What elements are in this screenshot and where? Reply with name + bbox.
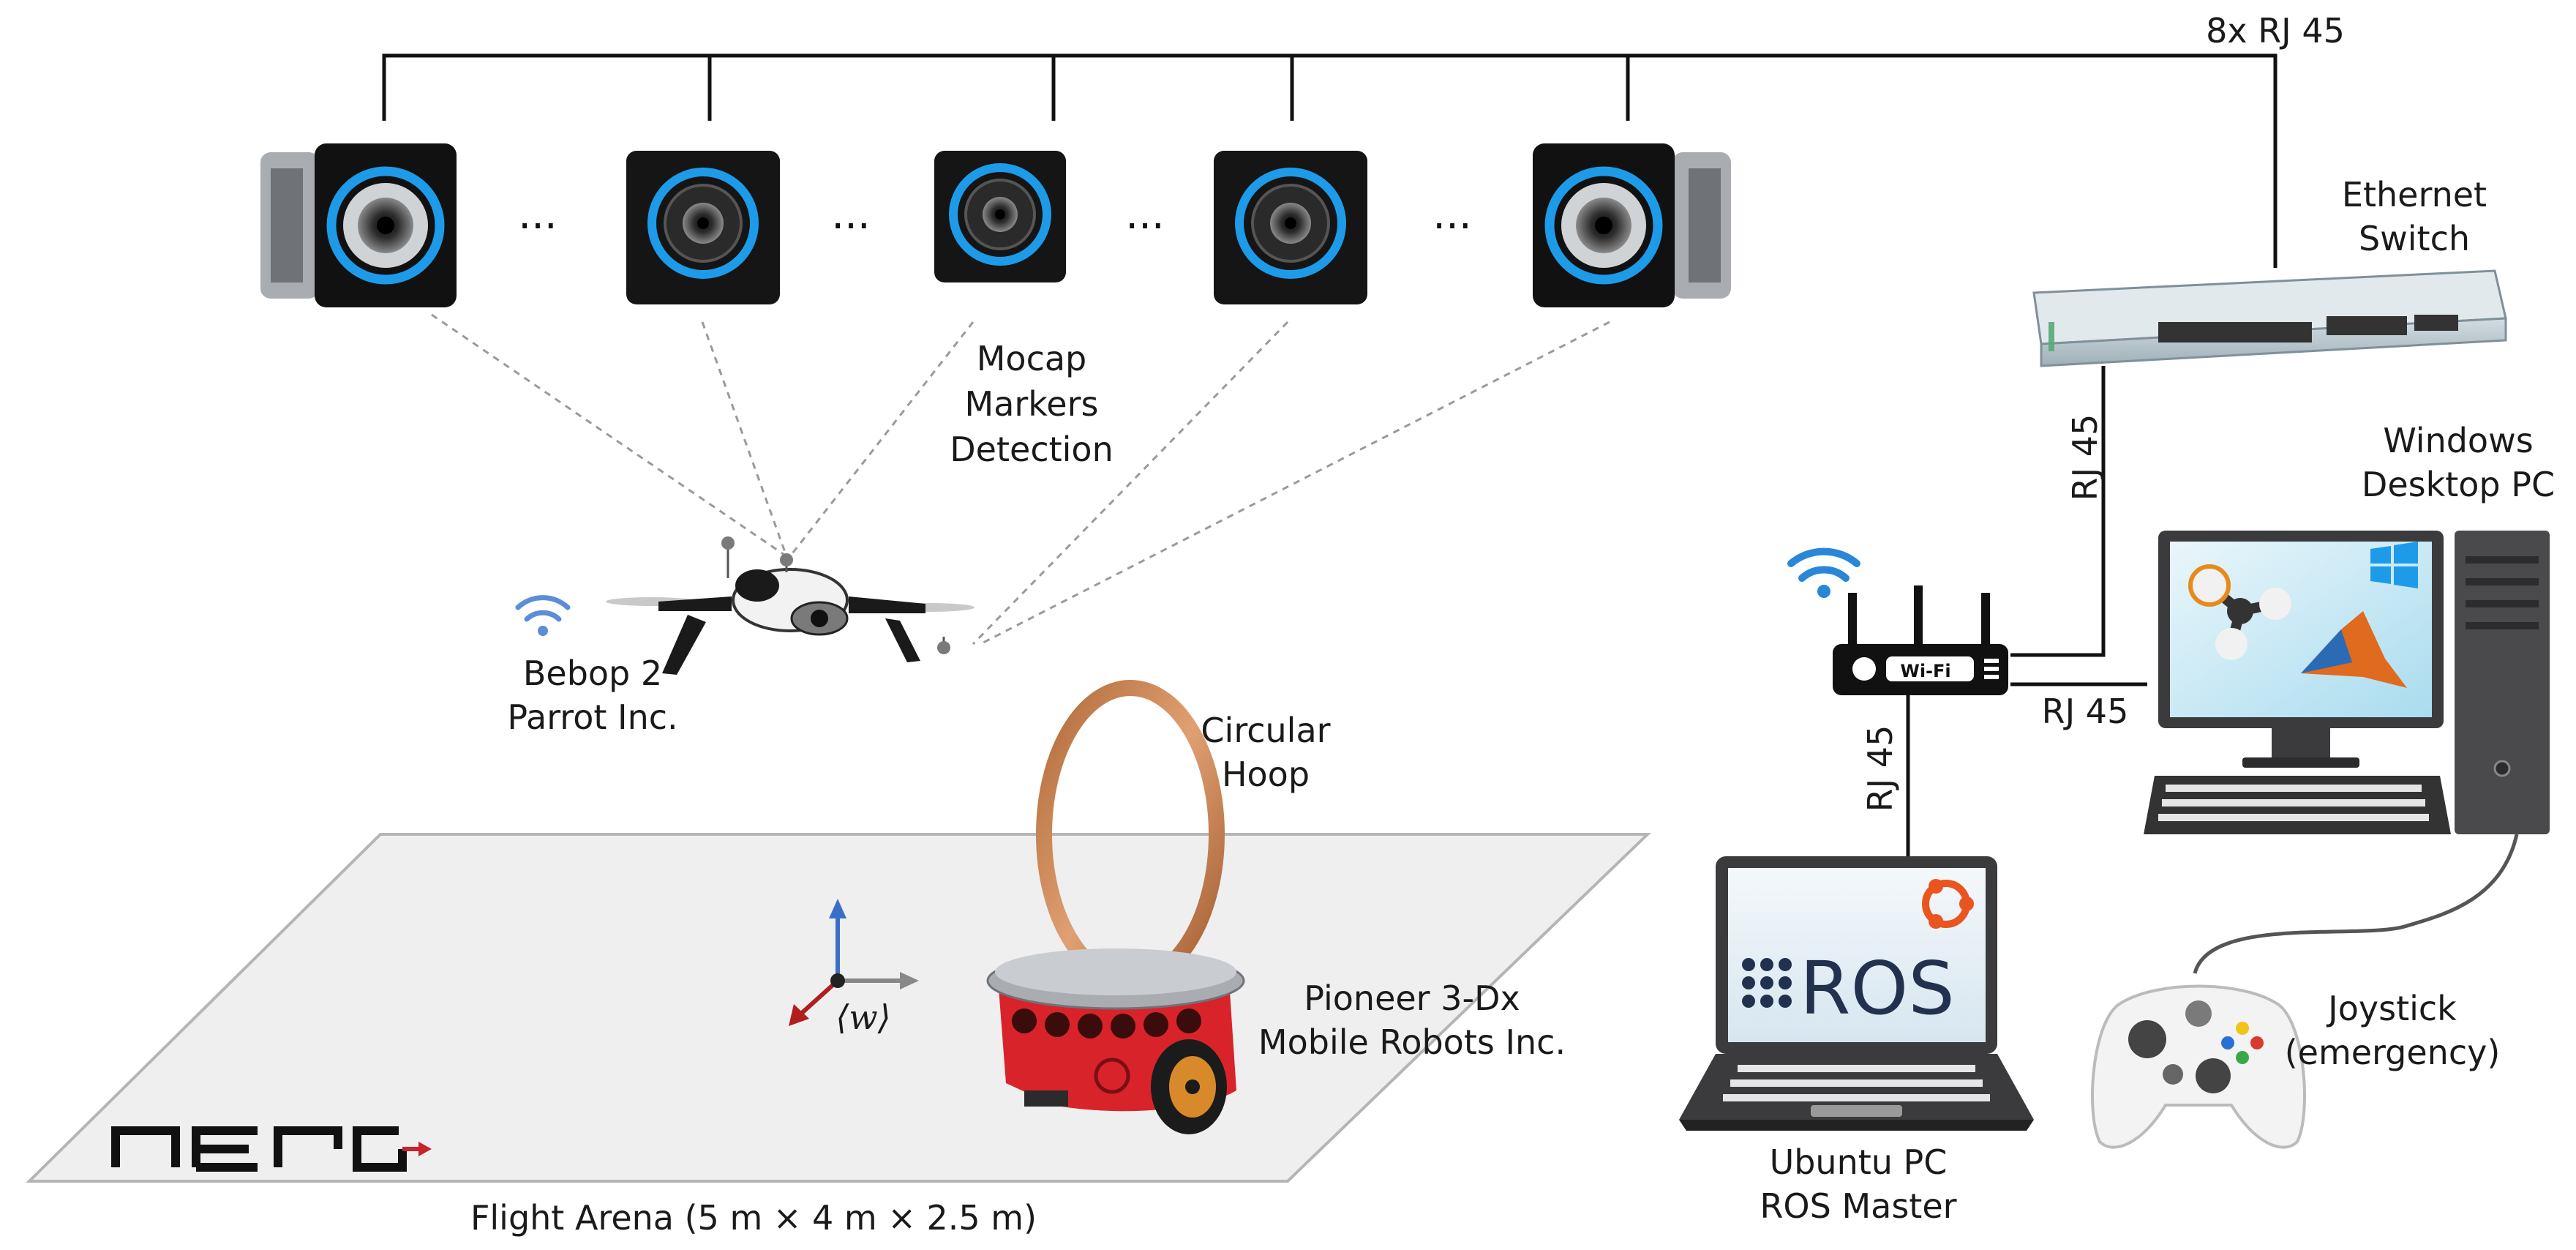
cable-label: 8x RJ 45 (2206, 11, 2345, 50)
hoop-label-line1: Circular (1201, 711, 1331, 750)
joystick-label-line1: Joystick (2328, 989, 2457, 1028)
camera-ellipsis-4: ... (1432, 191, 1471, 239)
switch-label-line2: Switch (2358, 219, 2471, 258)
detection-label-line3: Detection (950, 430, 1114, 469)
mocap-camera-3 (934, 151, 1066, 282)
wifi-router (1833, 585, 2008, 695)
mocap-camera-2 (626, 151, 780, 304)
detection-rays (431, 313, 1610, 645)
camera-ellipsis-2: ... (831, 191, 870, 239)
ubuntu-laptop (1679, 856, 2034, 1131)
rj45-laptop-label: RJ 45 (1860, 725, 1900, 812)
ethernet-switch (2032, 269, 2507, 367)
rj45-desktop-label: RJ 45 (2041, 692, 2129, 731)
laptop-ros-text: ROS (1800, 946, 1955, 1031)
laptop-label-line2: ROS Master (1760, 1186, 1957, 1226)
rj45-switch-label: RJ 45 (2065, 413, 2105, 501)
rj45-links (1906, 366, 2147, 856)
pioneer-robot (986, 948, 1245, 1134)
robot-label-line1: Pioneer 3-Dx (1304, 978, 1520, 1018)
robot-label-line2: Mobile Robots Inc. (1258, 1022, 1566, 1062)
drone-label-line1: Bebop 2 (522, 654, 663, 693)
desktop-label-line1: Windows (2383, 421, 2534, 460)
drone-wifi-icon (515, 595, 571, 636)
detection-label-line2: Markers (964, 384, 1099, 424)
mocap-camera-5 (1533, 143, 1731, 307)
world-frame-label: ⟨w⟩ (835, 998, 891, 1037)
desktop-label-line2: Desktop PC (2361, 465, 2556, 504)
windows-logo-icon (2370, 542, 2418, 588)
joystick-label-line2: (emergency) (2284, 1033, 2501, 1072)
camera-ellipsis-3: ... (1125, 191, 1164, 239)
joystick (2091, 834, 2519, 1149)
laptop-label-line1: Ubuntu PC (1769, 1142, 1948, 1182)
ros-dots-icon (1742, 958, 1792, 1008)
world-frame-axes (789, 899, 919, 1026)
ubuntu-logo-icon (1922, 879, 1974, 929)
bebop-drone (606, 536, 975, 675)
detection-label-line1: Mocap (976, 339, 1087, 378)
desktop-molecule-icon (2188, 564, 2291, 660)
router-wifi-icon (1787, 547, 1860, 598)
drone-label-line2: Parrot Inc. (507, 697, 678, 737)
switch-label-line1: Ethernet (2341, 175, 2487, 214)
router-wifi-text: Wi-Fi (1900, 661, 1950, 681)
desktop-pc (2144, 531, 2550, 834)
arena-label: Flight Arena (5 m × 4 m × 2.5 m) (470, 1198, 1037, 1238)
ethernet-cable-bus (382, 53, 2278, 268)
flight-arena-floor (26, 833, 1651, 1183)
camera-ellipsis-1: ... (518, 191, 557, 239)
desktop-matlab-icon (2301, 611, 2407, 688)
hoop-label-line2: Hoop (1221, 755, 1310, 794)
mocap-camera-1 (260, 143, 457, 307)
nero-logo (111, 1126, 432, 1172)
mocap-camera-4 (1214, 151, 1367, 304)
